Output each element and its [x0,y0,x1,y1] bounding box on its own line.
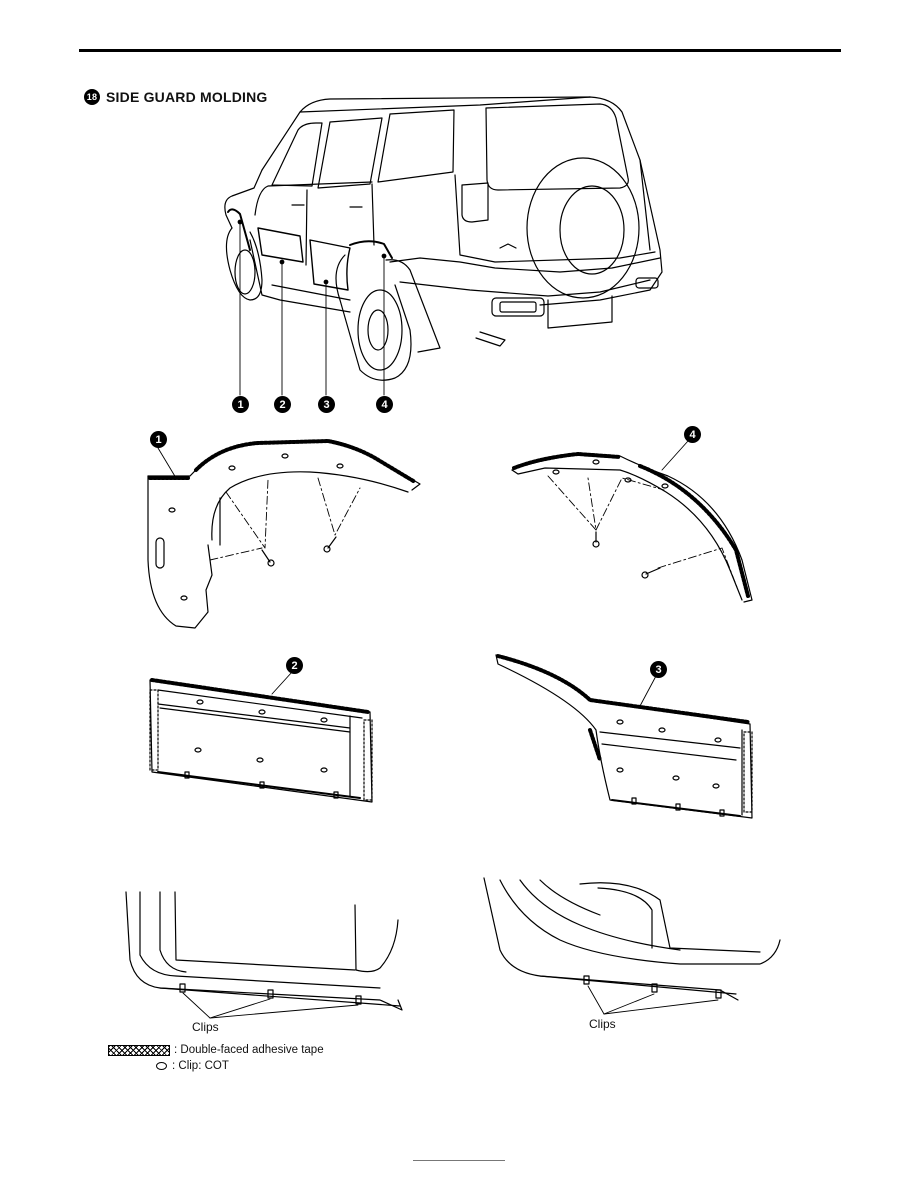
clip-detail-front-door [125,891,403,1019]
legend: : Double-faced adhesive tape : Clip: COT [108,1042,324,1074]
clips-label-left: Clips [192,1020,219,1034]
clips-label-right: Clips [589,1017,616,1031]
adhesive-tape-swatch-icon [108,1044,170,1056]
part-1-front-fender-molding [147,439,421,629]
part-4-rear-fender-molding [511,452,753,603]
vehicle-illustration [224,96,663,396]
part-2-front-door-molding [149,678,373,803]
legend-tape-text: : Double-faced adhesive tape [174,1044,324,1056]
clip-detail-rear-door [483,877,781,1015]
callout-2: 2 [274,396,291,413]
section-number-badge: 18 [84,89,100,105]
legend-clip-text: : Clip: COT [172,1060,229,1072]
footer-rule [413,1160,505,1161]
part-callout-1: 1 [150,431,167,448]
section-title: 18 SIDE GUARD MOLDING [84,89,268,105]
callout-4: 4 [376,396,393,413]
section-title-text: SIDE GUARD MOLDING [106,89,268,105]
header-rule [79,49,841,52]
callout-3: 3 [318,396,335,413]
part-3-rear-door-molding [495,654,753,819]
part-callout-2: 2 [286,657,303,674]
callout-1: 1 [232,396,249,413]
part-callout-3: 3 [650,661,667,678]
legend-tape-row: : Double-faced adhesive tape [108,1042,324,1058]
clip-swatch-icon [156,1062,167,1070]
legend-clip-row: : Clip: COT [108,1058,324,1074]
part-callout-4: 4 [684,426,701,443]
